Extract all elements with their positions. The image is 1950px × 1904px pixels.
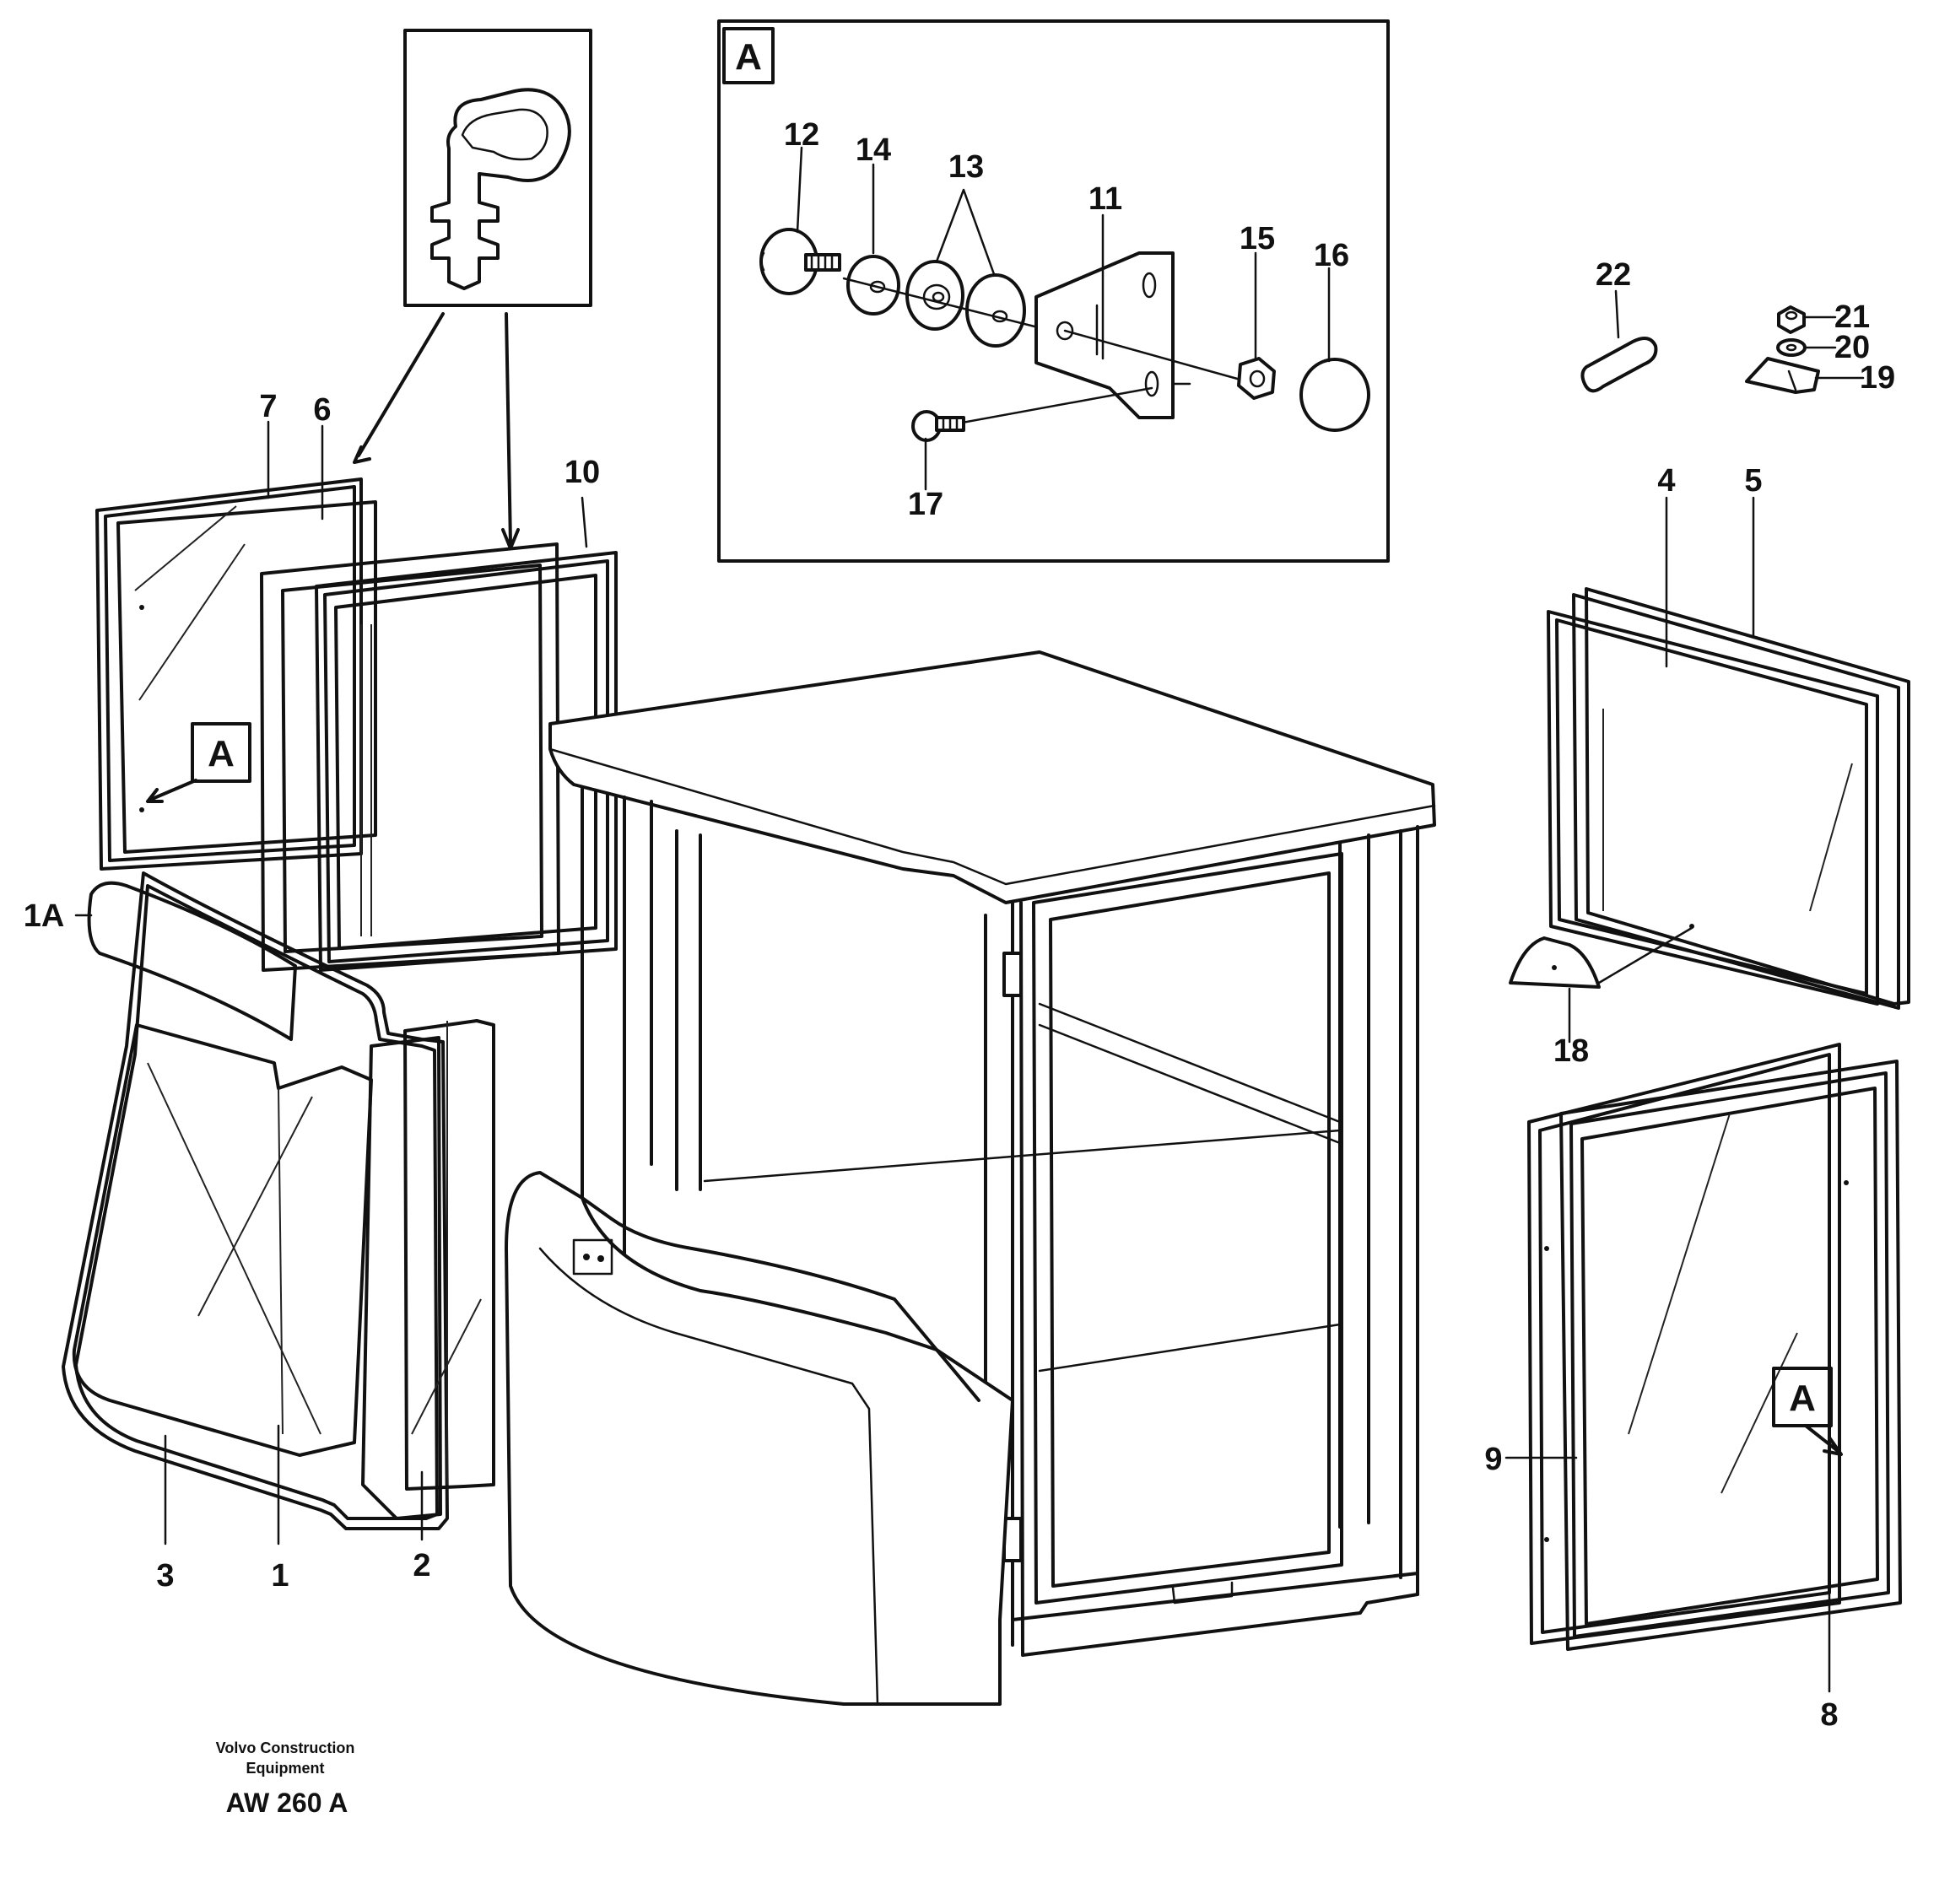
cab-body	[505, 650, 1436, 1706]
callout-14: 14	[856, 132, 891, 168]
callout-17: 17	[908, 487, 943, 522]
callout-20: 20	[1834, 330, 1870, 365]
small-parts-group	[1580, 289, 1865, 394]
right-lower-window-group: A	[1504, 1043, 1902, 1693]
callout-21: 21	[1834, 299, 1870, 335]
callout-2: 2	[413, 1548, 430, 1583]
seal-profile-inset	[353, 29, 592, 550]
detail-a-label: A	[735, 36, 762, 78]
front-windshield-group	[62, 871, 495, 1545]
callout-15: 15	[1240, 221, 1275, 256]
callout-labels: 1 1A 2 3 4 5 6 7 8 9 10 11 12 13 14 15 1…	[24, 117, 1895, 1733]
right-upper-window-group	[1509, 496, 1910, 1044]
callout-5: 5	[1744, 463, 1762, 499]
detail-a-box: A	[717, 19, 1390, 563]
detail-a-label-left: A	[208, 733, 235, 774]
callout-4: 4	[1657, 463, 1675, 499]
callout-7: 7	[259, 389, 277, 424]
callout-3: 3	[156, 1558, 174, 1594]
callout-12: 12	[784, 117, 819, 153]
callout-16: 16	[1314, 238, 1349, 273]
callout-22: 22	[1596, 257, 1631, 293]
callout-6: 6	[313, 392, 331, 428]
callout-10: 10	[564, 455, 600, 490]
company-name-line2: Equipment	[246, 1760, 325, 1777]
drawing-id: AW 260 A	[226, 1788, 348, 1818]
callout-9: 9	[1484, 1442, 1502, 1477]
callout-19: 19	[1860, 360, 1895, 396]
callout-13: 13	[948, 149, 984, 185]
callout-18: 18	[1553, 1033, 1589, 1069]
company-name-line1: Volvo Construction	[216, 1739, 355, 1756]
footer: Volvo Construction Equipment AW 260 A	[216, 1739, 355, 1818]
left-side-window-group: A	[95, 420, 618, 972]
detail-a-label-right: A	[1789, 1378, 1816, 1419]
callout-8: 8	[1820, 1697, 1838, 1733]
callout-11: 11	[1088, 181, 1122, 217]
callout-1: 1	[271, 1558, 289, 1594]
callout-1a: 1A	[24, 898, 65, 934]
